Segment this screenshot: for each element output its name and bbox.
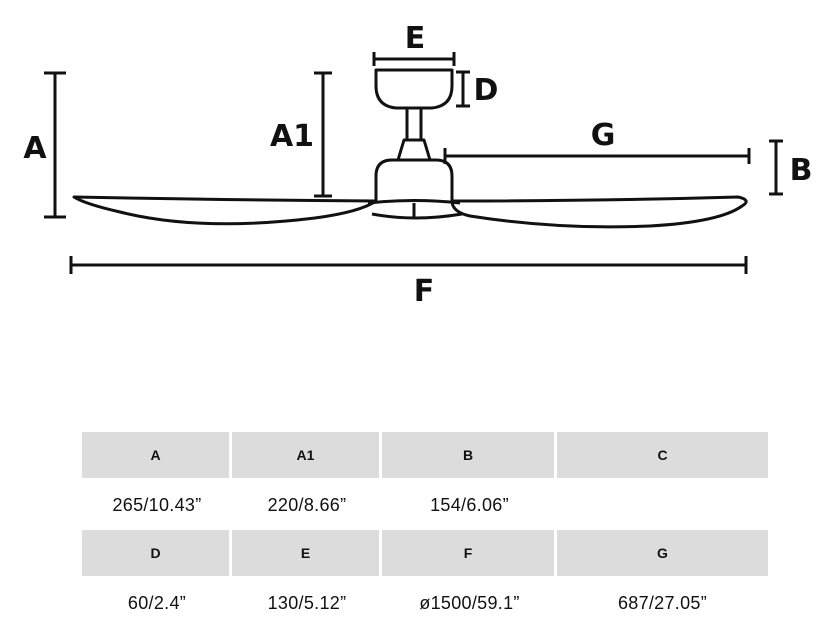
table-header-cell: A <box>82 432 232 478</box>
dimension-d <box>456 70 470 108</box>
fan-hub-base <box>367 199 461 205</box>
table-value-cell: 60/2.4” <box>127 592 187 613</box>
dimension-label-g: G <box>591 118 616 153</box>
fan-collar <box>396 138 432 162</box>
table-header-cell: G <box>557 530 768 576</box>
table-header-cell: B <box>382 432 557 478</box>
table-row: 265/10.43” 220/8.66” 154/6.06” <box>82 478 768 530</box>
dimension-b <box>769 139 783 196</box>
dimension-label-d: D <box>474 73 499 108</box>
table-value-cell: 265/10.43” <box>112 494 202 515</box>
table-value-cell: ø1500/59.1” <box>419 592 520 613</box>
dimension-a1 <box>314 71 332 198</box>
table-header-row: D E F G <box>82 530 768 576</box>
fan-downrod <box>405 108 423 140</box>
table-header-cell: E <box>232 530 382 576</box>
fan-blade-right <box>450 195 748 229</box>
dimension-e <box>372 52 456 66</box>
dimension-label-a: A <box>23 131 47 166</box>
fan-motor-housing <box>374 158 454 201</box>
table-header-row: A A1 B C <box>82 432 768 478</box>
table-header-cell: D <box>82 530 232 576</box>
fan-hub-underside <box>371 212 463 220</box>
table-value-cell <box>557 478 768 530</box>
table-value-cell: 130/5.12” <box>267 592 347 613</box>
table-value-cell: 220/8.66” <box>267 494 347 515</box>
table-row: 60/2.4” 130/5.12” ø1500/59.1” 687/27.05” <box>82 576 768 628</box>
dimension-f <box>69 256 748 274</box>
fan-blade-left <box>72 195 378 226</box>
dimension-label-f: F <box>414 274 435 309</box>
dimension-a <box>44 71 66 219</box>
dimension-spec-table: A A1 B C 265/10.43” 220/8.66” 154/6.06” … <box>82 432 768 628</box>
table-header-cell: A1 <box>232 432 382 478</box>
dimension-label-e: E <box>405 21 426 56</box>
table-header-cell: F <box>382 530 557 576</box>
table-header-cell: C <box>557 432 768 478</box>
dimension-label-b: B <box>790 153 813 188</box>
ceiling-fan-drawing <box>72 68 748 229</box>
table-value-cell: 154/6.06” <box>430 494 509 515</box>
fan-canopy <box>374 68 454 110</box>
fan-dimension-diagram: A A1 E D G B F <box>23 21 813 309</box>
table-value-cell: 687/27.05” <box>617 592 708 613</box>
dimension-label-a1: A1 <box>270 119 314 154</box>
